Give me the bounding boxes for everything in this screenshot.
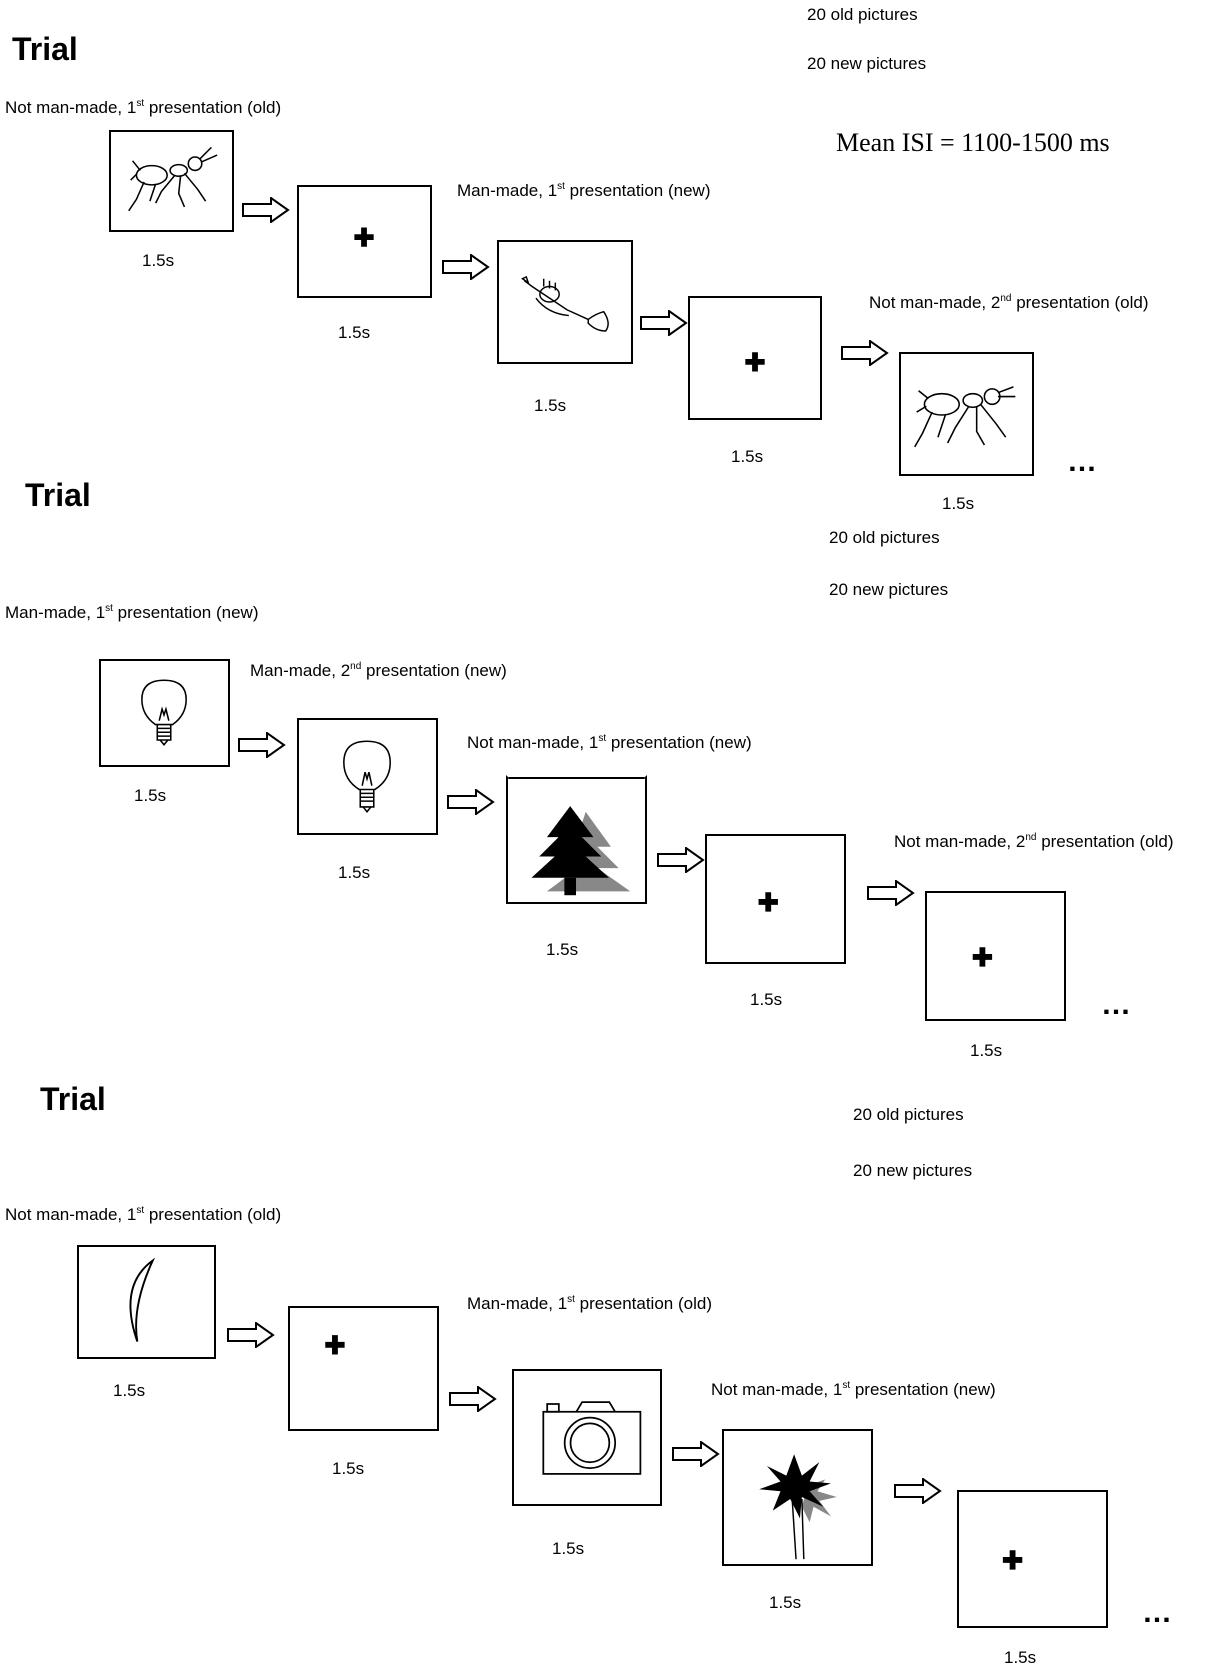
arrow-icon: [237, 731, 287, 759]
trumpet-icon: [520, 275, 609, 332]
stimulus-frame: [722, 1429, 873, 1566]
arrow-icon: [893, 1477, 943, 1505]
new-pictures-label: 20 new pictures: [829, 580, 949, 599]
header-old-pictures: 20 old pictures: [807, 5, 918, 24]
duration-label: 1.5s: [546, 940, 579, 959]
duration-label: 1.5s: [970, 1041, 1003, 1060]
duration-label: 1.5s: [142, 251, 175, 270]
trial-title: Trial: [12, 31, 78, 67]
camera-icon: [542, 1401, 642, 1475]
stimulus-frame: [288, 1306, 439, 1431]
stimulus-label: Not man-made, 1st presentation (new): [711, 1380, 996, 1399]
duration-label: 1.5s: [769, 1593, 802, 1612]
ant-icon: [914, 386, 1016, 448]
stimulus-frame: [705, 834, 846, 964]
fixation-cross-icon: [972, 947, 993, 967]
stimulus-frame: [512, 1369, 662, 1506]
lightbulb-icon: [343, 740, 391, 813]
lightbulb-icon: [141, 679, 187, 747]
ant-icon: [128, 146, 218, 212]
arrow-icon: [241, 196, 291, 224]
stimulus-label: Not man-made, 2nd presentation (old): [894, 832, 1174, 851]
pine-tree-icon: [508, 777, 645, 896]
arrow-icon: [226, 1321, 276, 1349]
stimulus-label: Not man-made, 1st presentation (old): [5, 98, 282, 117]
stimulus-label: Not man-made, 1st presentation (old): [5, 1205, 282, 1224]
arrow-icon: [840, 339, 890, 367]
palm-tree-icon: [759, 1454, 837, 1560]
arrow-icon: [656, 846, 706, 874]
stimulus-label: Man-made, 2nd presentation (new): [250, 661, 507, 680]
duration-label: 1.5s: [552, 1539, 585, 1558]
trial-title: Trial: [40, 1081, 106, 1117]
stimulus-label: Man-made, 1st presentation (old): [467, 1294, 712, 1313]
stimulus-label: Not man-made, 2nd presentation (old): [869, 293, 1149, 312]
old-pictures-label: 20 old pictures: [829, 528, 940, 547]
stimulus-frame: [957, 1490, 1108, 1628]
arrow-icon: [446, 788, 496, 816]
crescent-moon-icon: [129, 1257, 156, 1342]
trial-title: Trial: [25, 477, 91, 513]
ellipsis: …: [1142, 1596, 1173, 1629]
fixation-cross-icon: [758, 892, 778, 912]
duration-label: 1.5s: [942, 494, 975, 513]
stimulus-frame: [506, 775, 647, 904]
duration-label: 1.5s: [750, 990, 783, 1009]
arrow-icon: [671, 1440, 721, 1468]
stimulus-label: Not man-made, 1st presentation (new): [467, 733, 752, 752]
arrow-icon: [639, 309, 689, 337]
stimulus-frame: [109, 130, 234, 232]
stimulus-frame: [297, 718, 438, 835]
stimulus-frame: [899, 352, 1034, 476]
stimulus-frame: [688, 296, 822, 420]
new-pictures-label: 20 new pictures: [853, 1161, 973, 1180]
stimulus-frame: [99, 659, 230, 767]
fixation-cross-icon: [745, 352, 765, 372]
arrow-icon: [448, 1385, 498, 1413]
mean-isi-label: Mean ISI = 1100-1500 ms: [836, 128, 1110, 157]
stimulus-frame: [77, 1245, 216, 1359]
stimulus-label: Man-made, 1st presentation (new): [5, 603, 259, 622]
fixation-cross-icon: [354, 227, 374, 247]
fixation-cross-icon: [325, 1335, 345, 1355]
header-new-pictures: 20 new pictures: [807, 54, 927, 73]
duration-label: 1.5s: [332, 1459, 365, 1478]
duration-label: 1.5s: [534, 396, 567, 415]
duration-label: 1.5s: [338, 323, 371, 342]
arrow-icon: [441, 253, 491, 281]
arrow-icon: [866, 879, 916, 907]
duration-label: 1.5s: [134, 786, 167, 805]
stimulus-frame: [297, 185, 432, 298]
ellipsis: …: [1101, 988, 1132, 1021]
stimulus-label: Man-made, 1st presentation (new): [457, 181, 711, 200]
stimulus-frame: [925, 891, 1066, 1021]
duration-label: 1.5s: [731, 447, 764, 466]
duration-label: 1.5s: [338, 863, 371, 882]
fixation-cross-icon: [1002, 1550, 1023, 1570]
old-pictures-label: 20 old pictures: [853, 1105, 964, 1124]
duration-label: 1.5s: [113, 1381, 146, 1400]
ellipsis: …: [1067, 445, 1098, 478]
stimulus-frame: [497, 240, 633, 364]
